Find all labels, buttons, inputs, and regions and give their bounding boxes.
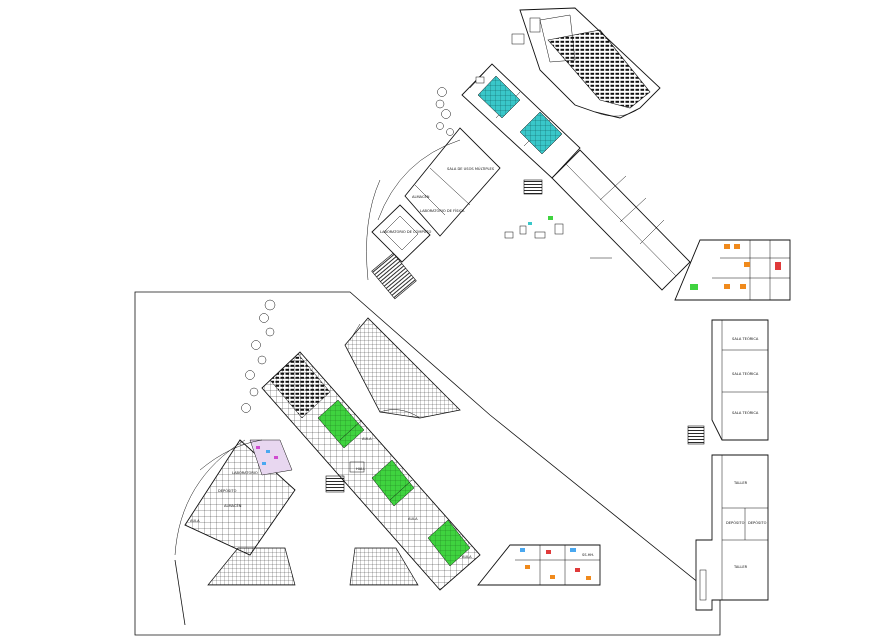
tree-column-lower: [241, 299, 276, 413]
upper-wing: SALA DE USOS MÚLTIPLES LABORATORIO DE FÍ…: [366, 7, 791, 301]
tree-column-upper: [435, 87, 454, 136]
label-sshh: SS.HH.: [582, 553, 594, 557]
label-aula-west: AULA: [190, 519, 200, 523]
patio-left: [207, 547, 296, 586]
label-taller-1: TALLER: [733, 481, 748, 485]
lower-classroom-bar: AULA HALL AULA AULA: [261, 351, 481, 591]
courtyard-furniture: [504, 216, 612, 259]
upper-lab-block: SALA DE USOS MÚLTIPLES LABORATORIO DE FÍ…: [366, 127, 501, 300]
label-aula-2: HALL: [356, 467, 365, 471]
upper-corridor: [523, 149, 691, 291]
label-sala-teorica-3: SALA TEÓRICA: [732, 410, 759, 415]
stair-lower-2: [349, 461, 365, 473]
east-wing: SALA TEÓRICA SALA TEÓRICA SALA TEÓRICA T…: [687, 319, 769, 611]
site-boundary: [134, 291, 721, 636]
label-lab-computo: LABORATORIO DE CÓMPUTO: [380, 229, 431, 234]
admin-block: [674, 239, 791, 301]
label-aula-1: AULA: [362, 437, 372, 441]
stair-lower-1: [325, 475, 345, 493]
label-laboratorio: LABORATORIO: [232, 471, 258, 475]
label-almacen: ALMACÉN: [412, 194, 430, 199]
lower-site: AULA HALL AULA AULA LABORATORIO DEPÓSITO…: [134, 291, 721, 636]
lower-lab-wing: LABORATORIO DEPÓSITO ALMACÉN AULA: [174, 439, 296, 626]
label-sala-teorica-2: SALA TEÓRICA: [732, 371, 759, 376]
label-taller-2: TALLER: [733, 565, 748, 569]
label-deposito: DEPÓSITO: [218, 488, 237, 493]
upper-classroom-block: [461, 63, 581, 179]
lower-lobby: [344, 317, 461, 419]
auditorium: [511, 7, 661, 119]
label-lab-fisica: LABORATORIO DE FÍSICA: [420, 208, 465, 213]
label-sala-usos: SALA DE USOS MÚLTIPLES: [447, 166, 495, 171]
patio-right: [349, 547, 419, 586]
label-aula-4: AULA: [462, 555, 472, 559]
label-deposito-2: DEPÓSITO: [726, 520, 745, 525]
lower-service-block: SS.HH.: [477, 544, 601, 586]
label-almacen-lower: ALMACÉN: [224, 503, 242, 508]
east-stair: [687, 425, 705, 445]
label-aula-3: AULA: [408, 517, 418, 521]
label-deposito-3: DEPÓSITO: [748, 520, 767, 525]
label-sala-teorica-1: SALA TEÓRICA: [732, 336, 759, 341]
